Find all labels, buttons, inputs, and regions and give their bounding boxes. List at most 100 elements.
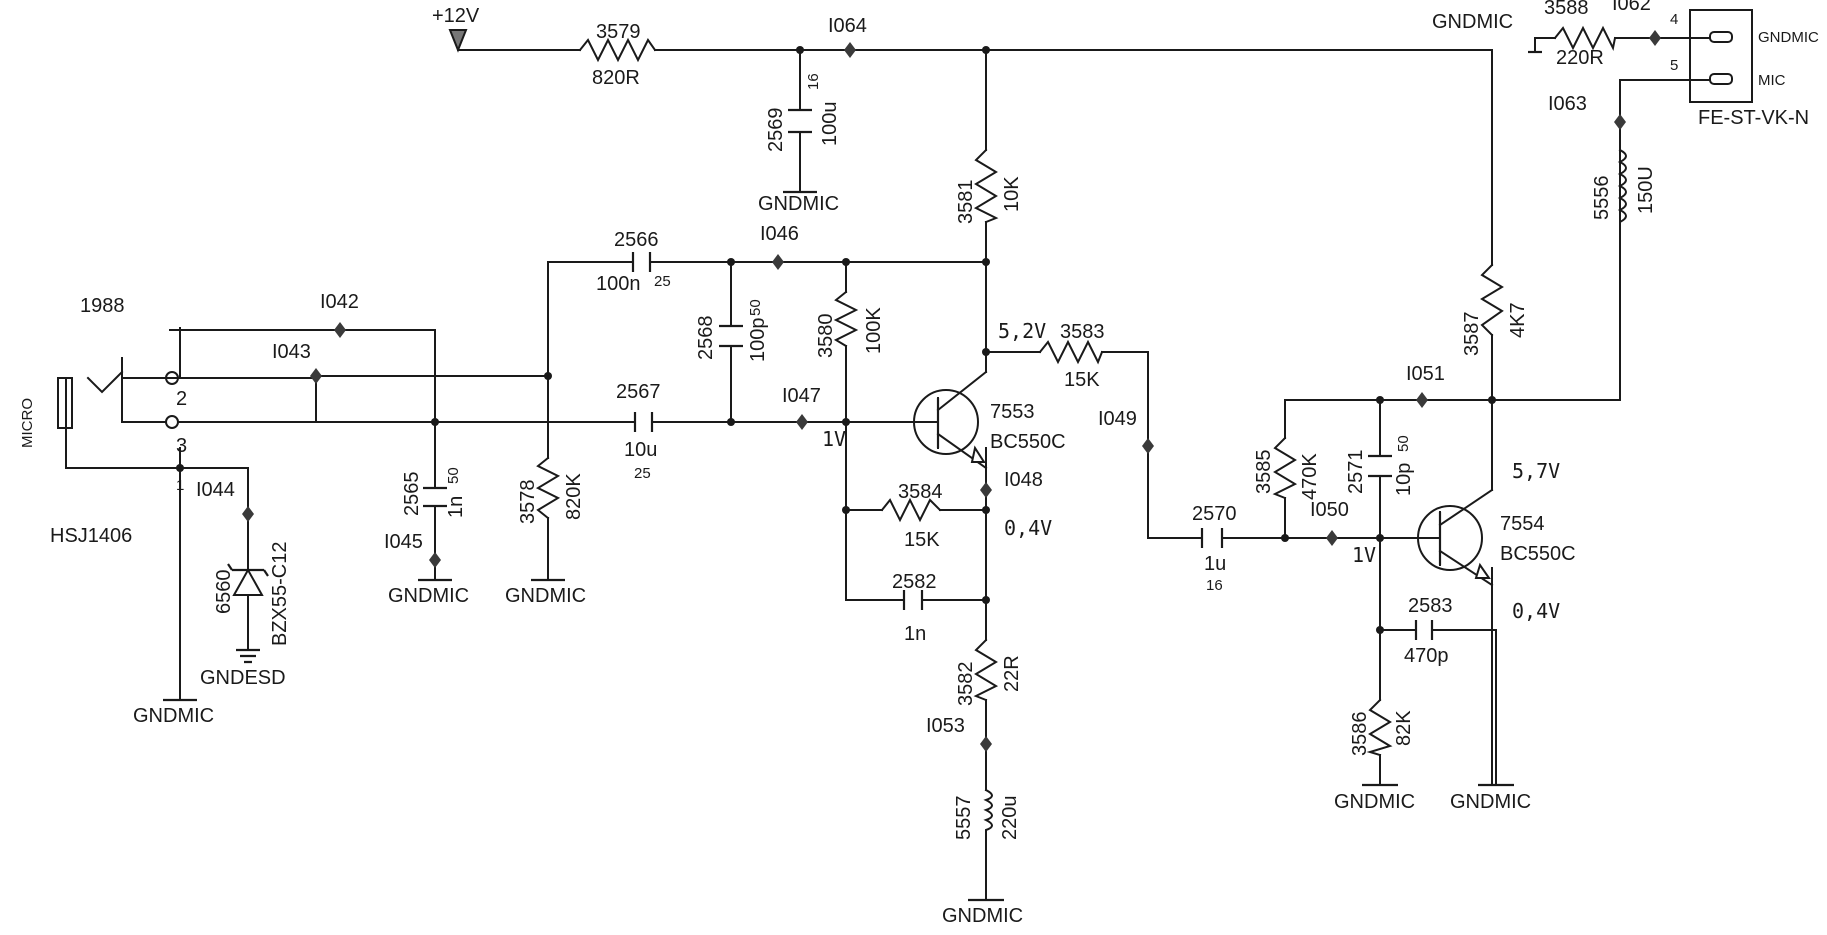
gnd-label-l5557: GNDMIC xyxy=(942,905,1023,927)
r3581-ref: 3581 xyxy=(955,180,977,225)
net-I062: I062 xyxy=(1612,0,1651,15)
c2583-ref: 2583 xyxy=(1408,595,1453,617)
r3582-ref: 3582 xyxy=(955,662,977,707)
voltage-q1-base: 1V xyxy=(822,427,846,451)
c2567-value: 10u xyxy=(624,439,657,461)
r3579-value: 820R xyxy=(592,67,640,89)
net-I063: I063 xyxy=(1548,93,1587,115)
d6560-ref: 6560 xyxy=(213,570,235,615)
r3578-ref: 3578 xyxy=(517,480,539,525)
net-I048: I048 xyxy=(1004,469,1043,491)
voltage-q2-collector: 5,7V xyxy=(1512,459,1560,483)
resistors xyxy=(535,25,1617,757)
r3582-value: 22R xyxy=(1001,655,1023,692)
r3587-ref: 3587 xyxy=(1461,312,1483,357)
gnd-label-c2569: GNDMIC xyxy=(758,193,839,215)
jack-ref: 1988 xyxy=(80,295,125,317)
r3584-ref: 3584 xyxy=(898,481,943,503)
voltage-q2-emitter: 0,4V xyxy=(1512,599,1560,623)
zener-diode-symbol xyxy=(227,554,269,606)
supply-label: +12V xyxy=(432,5,480,27)
net-I045: I045 xyxy=(384,531,423,553)
transistor-7554-symbol xyxy=(1417,437,1494,786)
q7554-type: BC550C xyxy=(1500,543,1576,565)
net-I050: I050 xyxy=(1310,499,1349,521)
r3588-ref: 3588 xyxy=(1544,0,1589,19)
out-pin-label-mic: MIC xyxy=(1758,72,1786,89)
c2570-value: 1u xyxy=(1204,553,1226,575)
q7553-type: BC550C xyxy=(990,431,1066,453)
c2566-ref: 2566 xyxy=(614,229,659,251)
net-I064: I064 xyxy=(828,15,867,37)
c2570-ref: 2570 xyxy=(1192,503,1237,525)
jack-pin-3: 3 xyxy=(176,435,187,457)
transistor-7553-symbol xyxy=(913,370,988,470)
voltage-q1-emitter: 0,4V xyxy=(1004,516,1052,540)
r3588-value: 220R xyxy=(1556,47,1604,69)
c2571-voltage: 50 xyxy=(1395,435,1412,452)
inductors xyxy=(983,148,1627,836)
gnd-label-c2565: GNDMIC xyxy=(388,585,469,607)
out-connector-name: FE-ST-VK-N xyxy=(1698,107,1809,129)
gnd-label-r3586: GNDMIC xyxy=(1334,791,1415,813)
wires xyxy=(65,37,1691,901)
gnd-label-top: GNDMIC xyxy=(1432,11,1513,33)
gnd-label-r3578: GNDMIC xyxy=(505,585,586,607)
r3587-value: 4K7 xyxy=(1507,302,1529,338)
output-connector-symbol xyxy=(1689,9,1753,103)
c2565-ref: 2565 xyxy=(401,472,423,517)
l5557-value: 220u xyxy=(999,796,1021,841)
r3584-value: 15K xyxy=(904,529,940,551)
junction-dots xyxy=(176,46,1496,634)
gnd-label-jack: GNDMIC xyxy=(133,705,214,727)
voltage-q2-base: 1V xyxy=(1352,543,1376,567)
net-I047: I047 xyxy=(782,385,821,407)
net-I044: I044 xyxy=(196,479,235,501)
c2571-value: 10p xyxy=(1393,463,1415,496)
c2567-voltage: 25 xyxy=(634,465,651,482)
out-pin-4: 4 xyxy=(1670,11,1678,28)
d6560-type: BZX55-C12 xyxy=(269,542,291,647)
net-markers xyxy=(242,30,1661,752)
c2582-ref: 2582 xyxy=(892,571,937,593)
net-I046: I046 xyxy=(760,223,799,245)
c2569-ref: 2569 xyxy=(765,108,787,153)
c2568-voltage: 50 xyxy=(747,299,764,316)
r3585-value: 470K xyxy=(1299,453,1321,500)
r3580-value: 100K xyxy=(863,307,885,354)
c2567-ref: 2567 xyxy=(616,381,661,403)
r3583-ref: 3583 xyxy=(1060,321,1105,343)
labels: +12V GNDMIC GNDMIC GNDMIC GNDMIC GNDESD … xyxy=(19,0,1819,927)
gnd-label-q2: GNDMIC xyxy=(1450,791,1531,813)
input-jack-symbol xyxy=(57,370,317,429)
jack-pin-2: 2 xyxy=(176,388,187,410)
ground-symbols xyxy=(163,50,1542,902)
c2571-ref: 2571 xyxy=(1345,450,1367,495)
jack-name: HSJ1406 xyxy=(50,525,132,547)
c2582-value: 1n xyxy=(904,623,926,645)
r3585-ref: 3585 xyxy=(1253,450,1275,495)
out-pin-5: 5 xyxy=(1670,57,1678,74)
c2565-voltage: 50 xyxy=(445,467,462,484)
r3581-value: 10K xyxy=(1001,176,1023,212)
c2568-ref: 2568 xyxy=(695,316,717,361)
c2570-voltage: 16 xyxy=(1206,577,1223,594)
c2566-voltage: 25 xyxy=(654,273,671,290)
r3583-value: 15K xyxy=(1064,369,1100,391)
q7553-ref: 7553 xyxy=(990,401,1035,423)
l5557-ref: 5557 xyxy=(953,796,975,841)
net-I042: I042 xyxy=(320,291,359,313)
net-I043: I043 xyxy=(272,341,311,363)
supply-arrow-icon xyxy=(448,29,468,53)
c2569-voltage: 16 xyxy=(805,73,822,90)
r3580-ref: 3580 xyxy=(815,314,837,359)
jack-side-label: MICRO xyxy=(19,398,36,448)
capacitors xyxy=(423,108,1434,640)
c2569-value: 100u xyxy=(819,102,841,147)
voltage-q1-collector: 5,2V xyxy=(998,319,1046,343)
out-pin-label-gnd: GNDMIC xyxy=(1758,29,1819,46)
gnd-label-esd: GNDESD xyxy=(200,667,286,689)
c2583-value: 470p xyxy=(1404,645,1449,667)
q7554-ref: 7554 xyxy=(1500,513,1545,535)
